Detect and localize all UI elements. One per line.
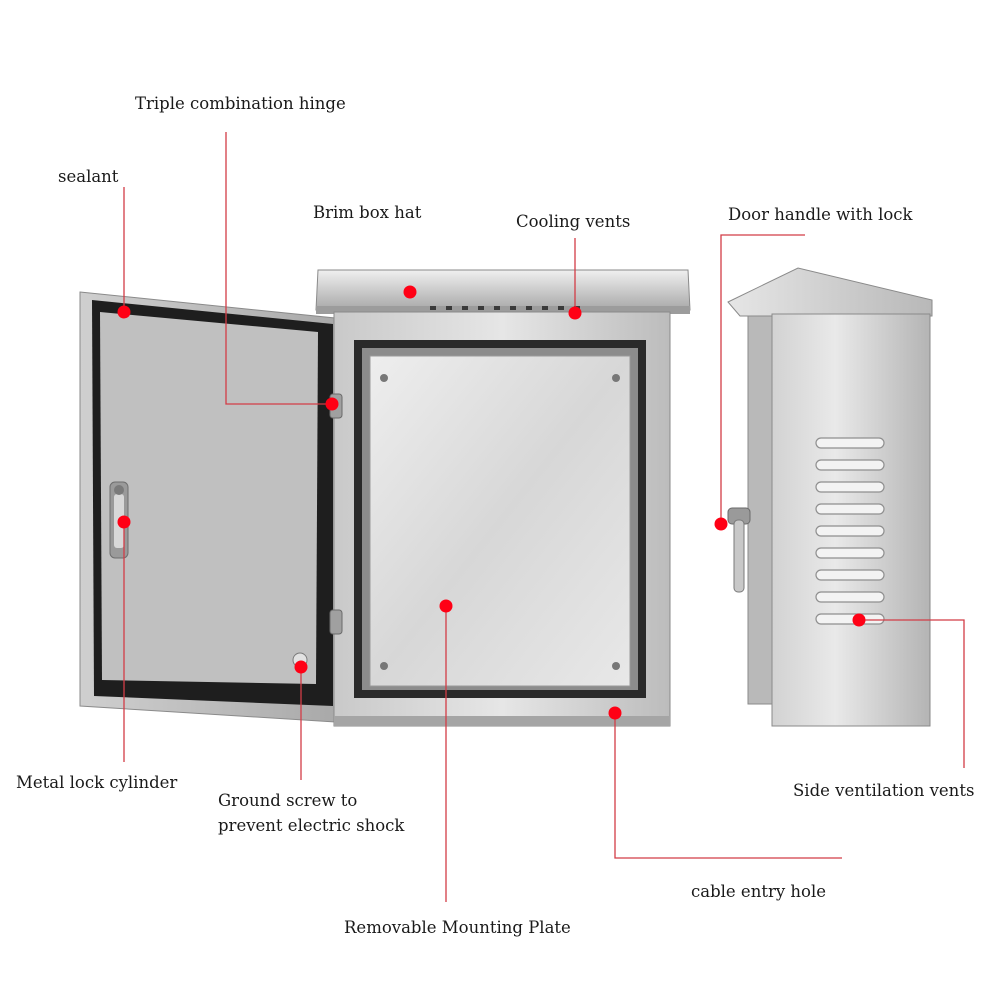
label-removable-mounting-plate: Removable Mounting Plate <box>344 918 571 937</box>
callout-dot-sealant <box>117 305 131 319</box>
callout-dot-side-vents <box>852 613 866 627</box>
enclosure-body <box>315 269 691 727</box>
callout-dot-lock-cylinder <box>117 515 131 529</box>
enclosure-side-view <box>727 267 933 727</box>
label-side-ventilation-vents: Side ventilation vents <box>793 781 975 800</box>
label-ground-screw-line-1: Ground screw to <box>218 791 358 810</box>
callout-dot-ground-screw <box>294 660 308 674</box>
mounting-plate <box>369 355 631 687</box>
side-door-handle <box>727 507 751 593</box>
hinge-bottom <box>329 609 343 635</box>
label-ground-screw-line-2: prevent electric shock <box>218 816 405 835</box>
side-louvers <box>815 437 885 625</box>
callout-dot-mounting-plate <box>439 599 453 613</box>
label-cooling-vents: Cooling vents <box>516 212 631 231</box>
label-door-handle-with-lock: Door handle with lock <box>728 205 913 224</box>
callout-dot-door-handle <box>714 517 728 531</box>
callout-dot-cable-entry <box>608 706 622 720</box>
label-brim-box-hat: Brim box hat <box>313 203 422 222</box>
label-metal-lock-cylinder: Metal lock cylinder <box>16 773 178 792</box>
callout-dot-brim-hat <box>403 285 417 299</box>
label-sealant: sealant <box>58 167 119 186</box>
callout-dot-hinge <box>325 397 339 411</box>
leader-lines <box>123 132 965 902</box>
enclosure-door <box>79 291 336 723</box>
brim-box-hat <box>315 269 691 311</box>
label-triple-combination-hinge: Triple combination hinge <box>135 94 346 113</box>
callout-dot-cooling-vents <box>568 306 582 320</box>
label-cable-entry-hole: cable entry hole <box>691 882 827 901</box>
side-roof <box>727 267 933 317</box>
callout-dots <box>117 285 866 720</box>
